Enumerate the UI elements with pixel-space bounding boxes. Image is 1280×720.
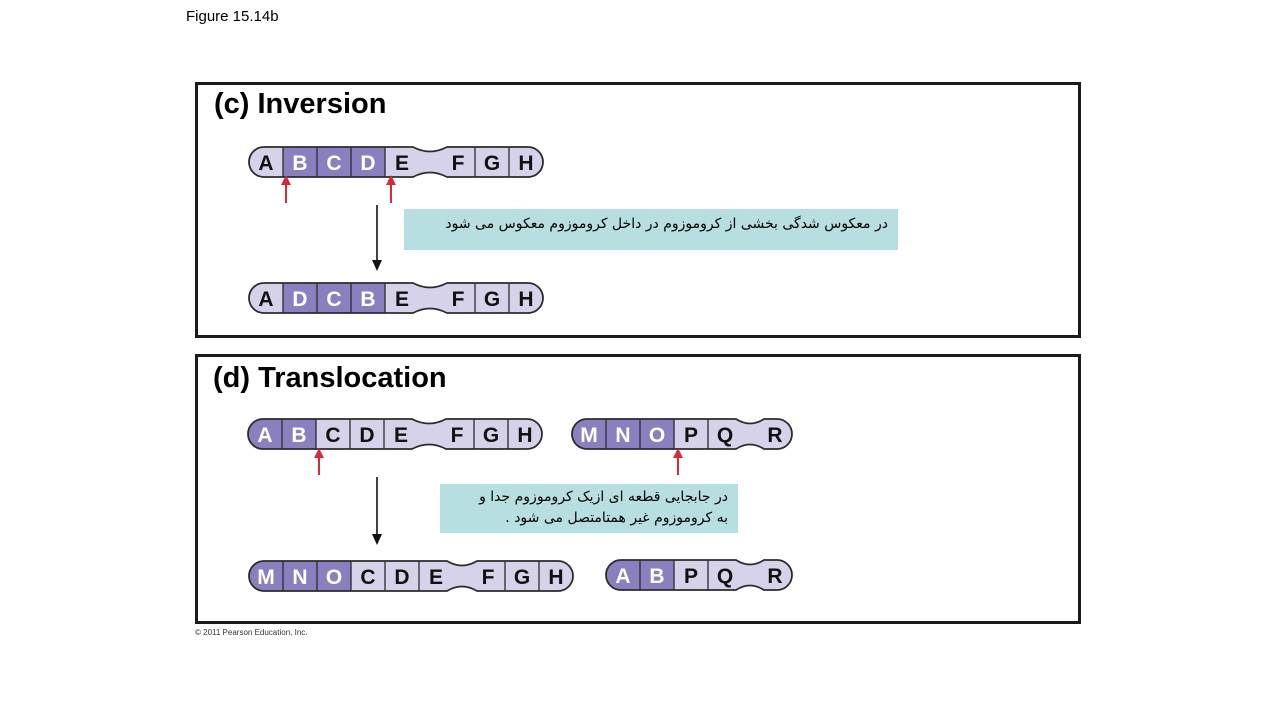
figure-label: Figure 15.14b (186, 8, 279, 25)
copyright-notice: © 2011 Pearson Education, Inc. (195, 628, 308, 637)
inversion-panel: (c) Inversion در معکوس شدگی بخشی از کروم… (195, 82, 1081, 338)
translocation-note-line-1: در جابجایی قطعه ای ازیک کروموزوم جدا و (479, 489, 728, 505)
translocation-note-line-2: به کروموزوم غیر همتامتصل می شود . (505, 510, 728, 526)
inversion-title: (c) Inversion (214, 88, 387, 120)
translocation-panel: (d) Translocation در جابجایی قطعه ای ازی… (195, 354, 1081, 624)
translocation-note: در جابجایی قطعه ای ازیک کروموزوم جدا و ب… (440, 484, 738, 533)
translocation-title: (d) Translocation (213, 362, 447, 394)
inversion-note: در معکوس شدگی بخشی از کروموزوم در داخل ک… (404, 209, 898, 250)
